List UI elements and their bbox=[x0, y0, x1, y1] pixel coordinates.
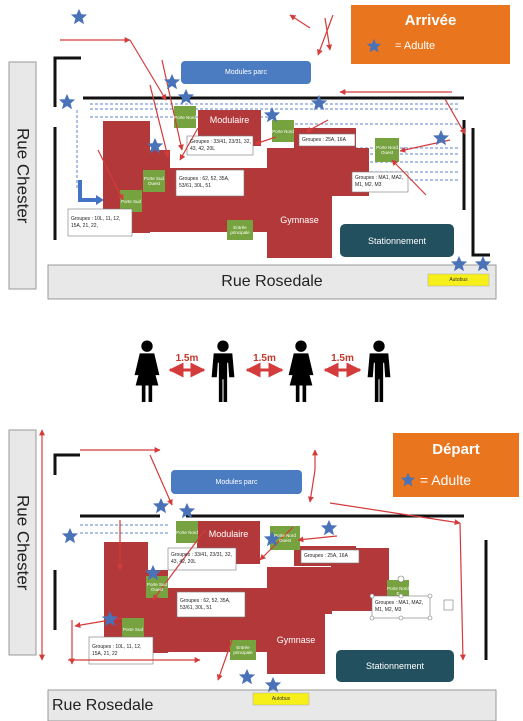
adult-star-bottom-4 bbox=[320, 519, 338, 536]
door-nord-ouest-bottom: Porte Nord Ouest bbox=[274, 533, 296, 543]
groups-box-2-top: Groupes : 62, 52, 35A, 53/61, 30L, 51 bbox=[179, 176, 230, 189]
groups-box-1-top: Groupes : 33/41, 23/31, 32, 43, 42, 20L bbox=[190, 138, 251, 152]
departure-legend-box bbox=[393, 433, 519, 497]
door-entree-top: Entrée principale bbox=[230, 225, 250, 235]
parking-label-bottom: Stationnement bbox=[365, 661, 425, 671]
departure-map bbox=[8, 429, 519, 721]
door-nord-mid-top: Porte Nord bbox=[272, 128, 294, 134]
bus-box-top bbox=[427, 273, 490, 287]
departure-legend-text: = Adulte bbox=[420, 472, 471, 488]
groups-box-3-bottom: Groupes : 25A, 16A bbox=[304, 553, 348, 559]
doors-top bbox=[120, 106, 399, 240]
door-nord-ouest-top: Porte Nord Ouest bbox=[376, 145, 398, 155]
blue-arrow-top bbox=[78, 180, 96, 202]
groups-box-2-bottom: Groupes : 62, 52, 35A, 53/61, 30L, 51 bbox=[180, 597, 231, 611]
rosedale-street-label-top: Rue Rosedale bbox=[221, 273, 323, 290]
rosedale-street-label-bottom: Rue Rosedale bbox=[52, 696, 154, 714]
person-woman-2 bbox=[288, 340, 314, 402]
groups-box-5-bottom: Groupes : 10L, 11, 12, 15A, 21, 22 bbox=[92, 643, 142, 657]
arrival-legend-title: Arrivée bbox=[404, 11, 457, 29]
chester-street-top bbox=[8, 61, 37, 290]
distancing-row bbox=[134, 340, 391, 402]
chester-street-label-bottom: Rue Chester bbox=[13, 494, 33, 591]
gymnase-label-bottom: Gymnase bbox=[276, 635, 316, 645]
modules-parc-box-bottom bbox=[171, 470, 302, 494]
modulaire-label-top: Modulaire bbox=[209, 115, 250, 125]
arrows-bottom bbox=[39, 429, 466, 681]
arrival-legend-text: = Adulte bbox=[395, 40, 436, 52]
adult-star-bottom-8 bbox=[238, 668, 256, 685]
modules-parc-box-top bbox=[181, 61, 311, 84]
parking-box-top bbox=[340, 224, 454, 257]
door-sud-ouest-top: Porte Sud Ouest bbox=[143, 176, 164, 186]
arrows-top bbox=[60, 14, 466, 201]
parking-label-top: Stationnement bbox=[367, 235, 427, 246]
modules-parc-label-top: Modules parc bbox=[224, 69, 268, 76]
rosedale-street-top bbox=[47, 264, 497, 300]
parking-box-bottom bbox=[336, 650, 454, 682]
door-est-bottom: Porte Nord E bbox=[387, 586, 409, 596]
fences-top bbox=[53, 56, 490, 257]
arrival-legend-box bbox=[351, 5, 510, 64]
blue-arrow-head-top bbox=[96, 195, 104, 205]
person-woman-1 bbox=[134, 340, 160, 402]
distance-label-2: 1.5m bbox=[253, 352, 276, 364]
adult-star-bottom-1 bbox=[61, 527, 79, 544]
door-sud-bottom: Porte Sud bbox=[122, 626, 143, 632]
adult-star-top-1 bbox=[70, 8, 88, 25]
adult-star-top-3 bbox=[163, 73, 181, 90]
modulaire-label-bottom: Modulaire bbox=[208, 529, 249, 539]
selection-handles bbox=[369, 575, 454, 621]
person-man-1 bbox=[211, 340, 235, 402]
group-boxes-top bbox=[67, 133, 409, 237]
bus-label-top: Autobus bbox=[449, 277, 468, 283]
departure-legend-title: Départ bbox=[432, 440, 480, 458]
gymnase-label-top: Gymnase bbox=[280, 215, 319, 225]
groups-box-5-top: Groupes : 10L, 11, 12, 15A, 21, 22, bbox=[71, 215, 121, 229]
distance-label-3: 1.5m bbox=[331, 352, 354, 364]
bus-label-bottom: Autobus bbox=[271, 696, 291, 702]
person-man-2 bbox=[367, 340, 391, 402]
chester-street-bottom bbox=[8, 429, 37, 656]
adult-star-bottom-2 bbox=[152, 497, 170, 514]
distance-label-1: 1.5m bbox=[175, 352, 199, 364]
modules-parc-label-bottom: Modules parc bbox=[215, 478, 258, 486]
groups-box-4-top: Groupes : MA1, MA2, M1, M2, M3 bbox=[355, 175, 404, 188]
adult-star-top-2 bbox=[58, 93, 76, 110]
dashed-paths-bottom bbox=[80, 524, 170, 534]
door-sud-top: Porte Sud bbox=[120, 198, 141, 204]
adult-star-top-4 bbox=[177, 88, 195, 105]
groups-box-4-bottom: Groupes : MA1, MA2, M1, M2, M3 bbox=[375, 600, 424, 613]
groups-box-1-bottom: Groupes : 33/41, 23/31, 32, 43, 42, 20L bbox=[171, 552, 232, 565]
door-nord-left-top: Porte Nord bbox=[174, 114, 196, 120]
groups-box-3-top: Groupes : 25A, 16A bbox=[302, 136, 346, 143]
arrival-map bbox=[8, 5, 510, 300]
door-nord-left-bottom: Porte Nord bbox=[176, 529, 198, 535]
bus-box-bottom bbox=[252, 692, 310, 706]
chester-street-label-top: Rue Chester bbox=[13, 127, 33, 224]
door-sud-ouest-bottom: Porte Sud Ouest bbox=[146, 582, 167, 592]
door-entree-bottom: Entrée principale bbox=[233, 645, 253, 655]
